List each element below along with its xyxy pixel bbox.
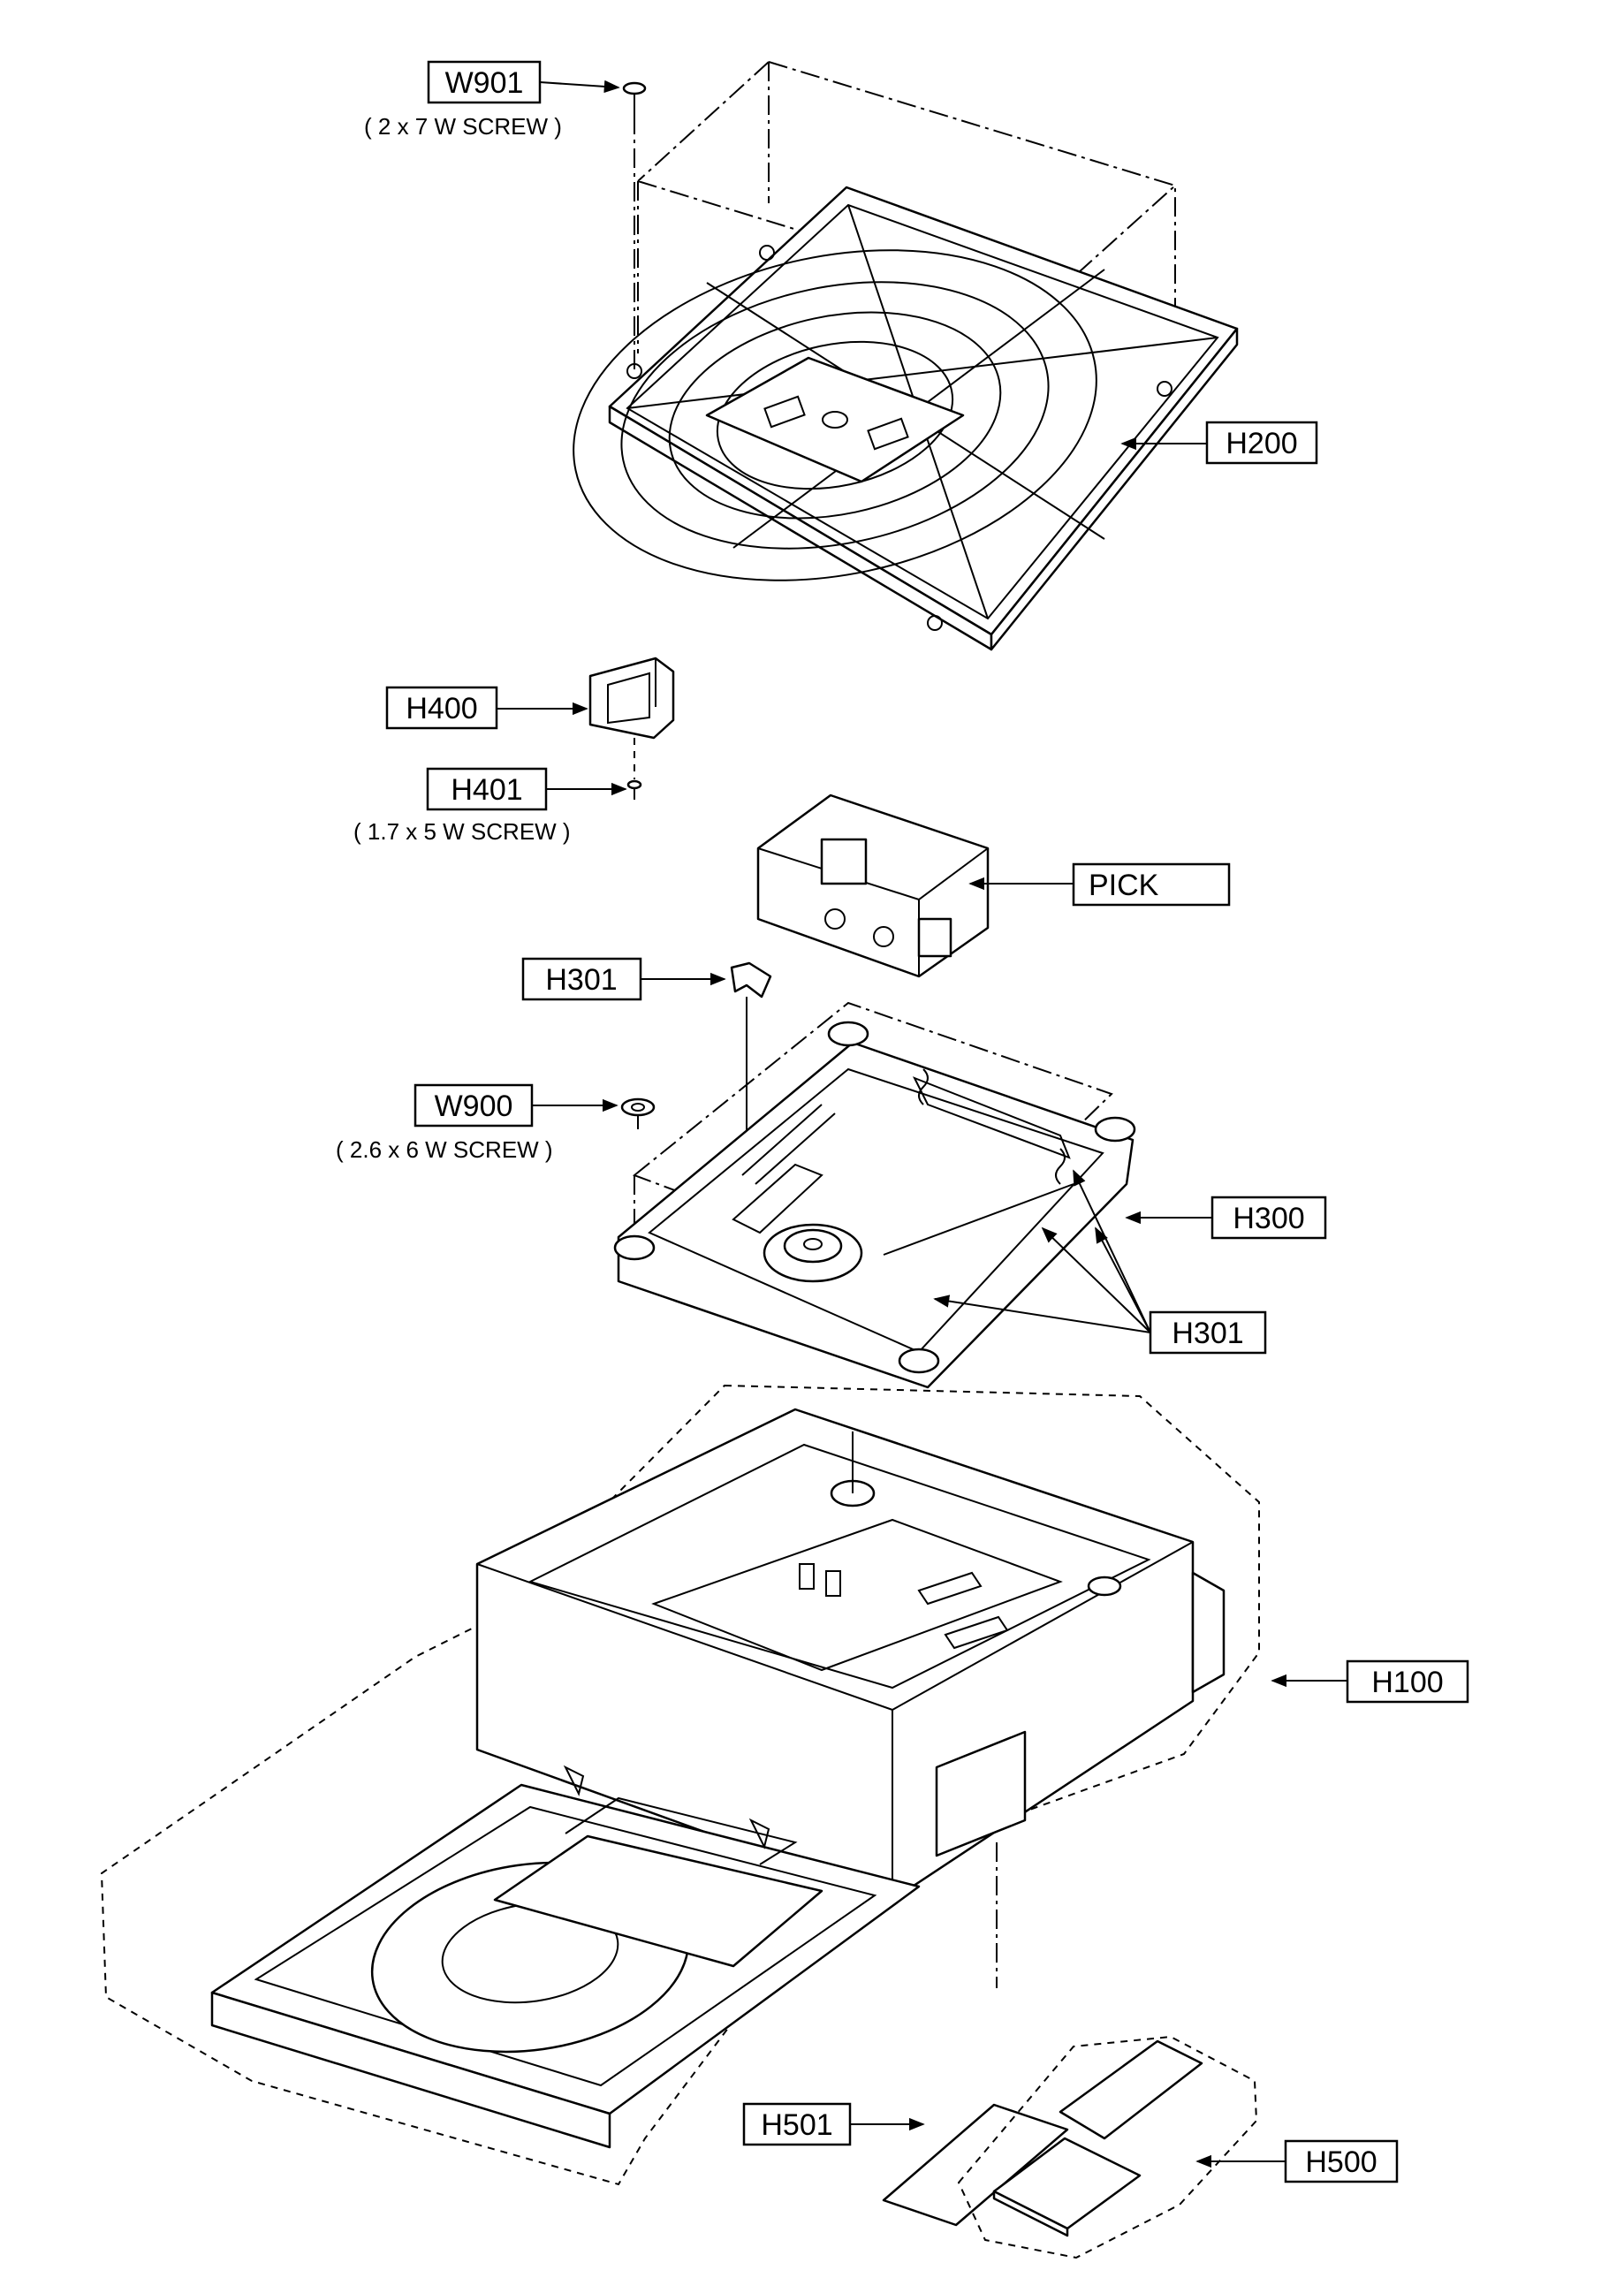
- callout-w901: W901: [427, 60, 542, 104]
- h100-chassis-part: [475, 1408, 1226, 1902]
- callout-h100-label: H100: [1371, 1666, 1443, 1699]
- h501-strip-part: [882, 2103, 1069, 2227]
- callout-h400-label: H400: [406, 692, 477, 725]
- callout-h501: H501: [742, 2102, 852, 2146]
- callout-h400: H400: [385, 686, 498, 730]
- callout-h300-label: H300: [1233, 1202, 1304, 1235]
- callout-h301-top: H301: [521, 957, 642, 1001]
- h301-clip-part: [730, 961, 772, 999]
- callout-h401: H401: [426, 767, 548, 811]
- callout-h200: H200: [1205, 421, 1318, 465]
- h100-boundary: [100, 1384, 1260, 2186]
- callout-w901-label: W901: [445, 66, 524, 100]
- callout-h100: H100: [1346, 1659, 1469, 1704]
- w901-screw-part: [622, 81, 647, 115]
- callout-h300: H300: [1210, 1196, 1327, 1240]
- w900-screw-part: [620, 1097, 656, 1129]
- callout-w900-label: W900: [435, 1090, 513, 1123]
- callout-pick-label: PICK: [1089, 869, 1159, 902]
- callout-h200-label: H200: [1226, 427, 1297, 460]
- pickup-module-part: [756, 794, 990, 978]
- callout-pick: PICK: [1072, 862, 1231, 907]
- callout-h500-label: H500: [1305, 2145, 1377, 2179]
- w901-screw-note: ( 2 x 7 W SCREW ): [364, 113, 562, 140]
- callout-h301-bottom: H301: [1149, 1310, 1267, 1355]
- callout-h401-label: H401: [451, 773, 522, 807]
- callout-h301-top-label: H301: [545, 963, 617, 997]
- h401-screw-note: ( 1.7 x 5 W SCREW ): [353, 818, 571, 845]
- callout-h301-bottom-label: H301: [1172, 1317, 1243, 1350]
- w900-screw-note: ( 2.6 x 6 W SCREW ): [336, 1136, 553, 1163]
- callout-h500: H500: [1284, 2139, 1399, 2183]
- disc-tray-part: [210, 1765, 921, 2149]
- callout-h501-label: H501: [761, 2108, 832, 2142]
- h200-cover-part: [573, 186, 1239, 651]
- h300-traverse-part: [613, 1021, 1136, 1389]
- callout-w900: W900: [414, 1083, 534, 1128]
- h400-bracket-part: [588, 657, 675, 740]
- h500-board-part: [992, 2039, 1203, 2237]
- h401-screw-part: [626, 779, 642, 800]
